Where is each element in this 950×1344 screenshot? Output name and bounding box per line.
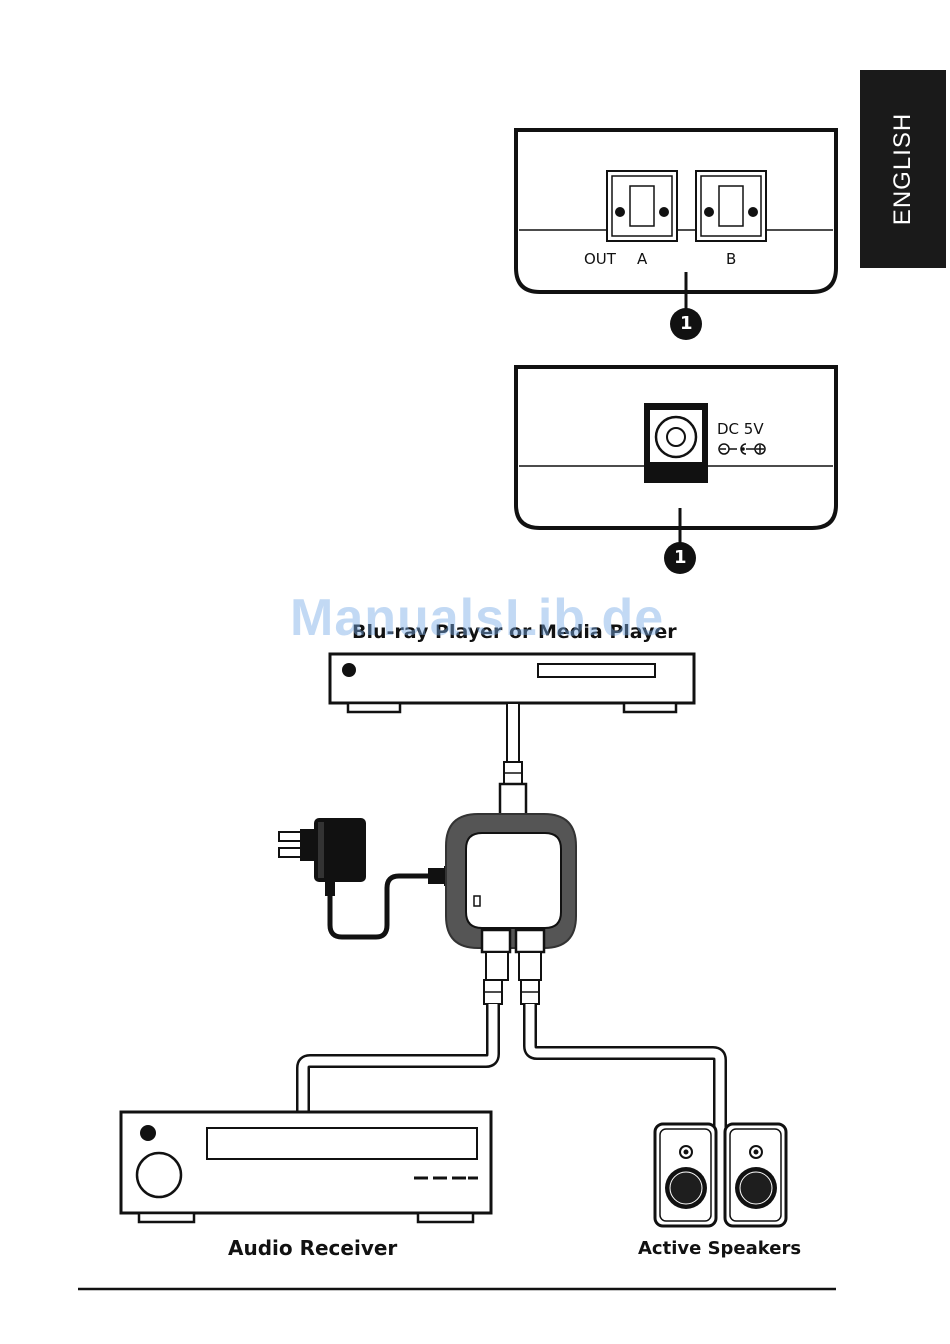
callout-number-outputs: 1 — [680, 313, 693, 334]
port-b-label: B — [726, 250, 736, 268]
polarity-icon — [719, 444, 765, 454]
optical-port-a — [607, 171, 677, 241]
dc-voltage-label: DC 5V — [717, 420, 764, 438]
output-port-panel — [516, 130, 836, 340]
input-cable — [500, 703, 526, 832]
optical-port-b — [696, 171, 766, 241]
power-adapter — [279, 818, 466, 937]
status-led — [474, 896, 480, 906]
watermark-text: ManualsLib.de — [290, 588, 664, 648]
power-port-panel — [516, 367, 836, 574]
output-cables — [303, 930, 720, 1128]
language-tab: ENGLISH — [860, 70, 946, 268]
receiver-label: Audio Receiver — [228, 1236, 397, 1260]
callout-number-power: 1 — [674, 547, 687, 568]
language-tab-label: ENGLISH — [889, 113, 917, 225]
splitter-device — [446, 814, 576, 948]
port-a-label: A — [637, 250, 647, 268]
dc-jack — [644, 403, 708, 483]
speaker-right — [725, 1124, 786, 1226]
speaker-left — [655, 1124, 716, 1226]
audio-receiver — [121, 1112, 491, 1222]
speakers-label: Active Speakers — [638, 1238, 801, 1259]
port-out-label: OUT — [584, 250, 616, 268]
